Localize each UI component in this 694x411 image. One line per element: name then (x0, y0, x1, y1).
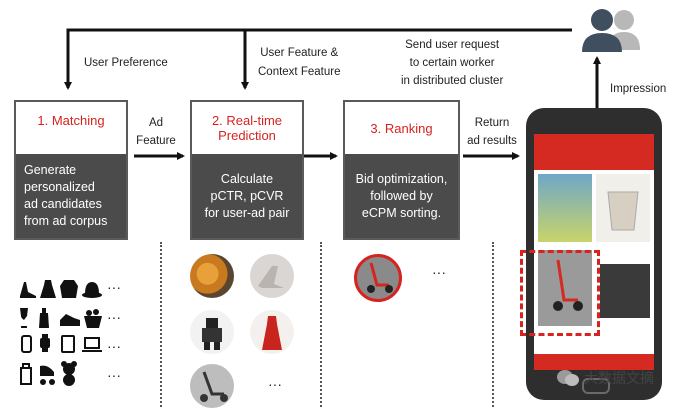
corpus-ellipsis-2: ··· (107, 309, 121, 325)
watch-icon (40, 334, 50, 352)
lotion-icon (20, 363, 32, 385)
ad-feature-line-1: Ad (148, 117, 164, 129)
return-results-label: Return ad results (464, 116, 520, 149)
product-image-fruit (190, 254, 234, 298)
return-line-2: ad results (467, 135, 517, 147)
coat-icon (60, 280, 78, 298)
user-request-line (64, 28, 572, 90)
phone-home-button (582, 378, 610, 394)
matching-body-line-2: personalized (24, 180, 95, 194)
wine-icon (20, 308, 28, 328)
watermark-text: 大数据文摘 (584, 371, 654, 387)
product-tile-bucket (596, 174, 650, 242)
matching-body-line-3: ad candidates (24, 197, 102, 211)
ad-feature-line-2: Feature (136, 135, 176, 147)
corpus-ellipsis-4: ··· (107, 367, 121, 383)
ranking-box: 3. Ranking Bid optimization, followed by… (343, 100, 460, 240)
product-image-scooter-small (190, 364, 234, 408)
ranking-body-line-2: followed by (370, 188, 433, 203)
prediction-title-line-2: Prediction (218, 128, 276, 143)
prediction-title-line-1: 2. Real-time (211, 113, 283, 128)
corpus-ellipsis-3: ··· (107, 338, 121, 354)
tablet-icon (61, 335, 75, 353)
ad-corpus-icons (18, 276, 130, 396)
send-line-1: Send user request (405, 39, 500, 51)
ranking-body: Bid optimization, followed by eCPM sorti… (345, 154, 458, 238)
user-feature-line-2: Context Feature (258, 66, 341, 78)
product-tile-frames (600, 264, 650, 318)
user-preference-label: User Preference (84, 57, 168, 69)
product-tile-scooter-highlight (538, 250, 592, 326)
separator-2 (320, 242, 322, 407)
bottle-icon (39, 308, 49, 328)
phone-icon (21, 335, 32, 353)
user-feature-line-1: User Feature & (260, 47, 339, 59)
separator-3 (492, 242, 494, 407)
product-image-robot (190, 310, 234, 354)
prediction-body-line-1: Calculate (220, 171, 274, 186)
high-heel-icon (20, 282, 36, 298)
dress-icon (40, 280, 56, 298)
highlighted-ad-frame (520, 250, 600, 336)
ranking-title: 3. Ranking (370, 120, 433, 136)
prediction-body-line-2: pCTR, pCVR (210, 188, 284, 203)
app-header-bar (534, 134, 654, 170)
wechat-icon (557, 370, 579, 386)
prediction-body: Calculate pCTR, pCVR for user-ad pair (192, 154, 302, 238)
ranked-product-scooter (354, 254, 402, 302)
hat-icon (82, 282, 102, 298)
basket-icon (84, 309, 102, 328)
separator-1 (160, 242, 162, 407)
prediction-box: 2. Real-time Prediction Calculate pCTR, … (190, 100, 304, 240)
matching-body: Generate personalized ad candidates from… (16, 154, 126, 238)
matching-body-line-1: Generate (24, 163, 77, 177)
user-feature-label: User Feature & Context Feature (258, 46, 340, 80)
product-image-red-dress (250, 310, 294, 354)
ranking-body-line-1: Bid optimization, (355, 171, 448, 186)
prediction-ellipsis: ··· (268, 376, 282, 392)
matching-body-line-4: from ad corpus (24, 214, 108, 228)
product-tile-scooters (538, 174, 592, 242)
ranking-ellipsis: ··· (432, 264, 446, 280)
corpus-ellipsis-1: ··· (107, 279, 121, 295)
send-line-3: in distributed cluster (401, 75, 504, 87)
teddy-bear-icon (61, 361, 77, 386)
sneaker-icon (60, 314, 80, 326)
user-group-icon (574, 6, 644, 52)
laptop-icon (82, 337, 102, 352)
prediction-title: 2. Real-time Prediction (192, 102, 302, 154)
send-request-label: Send user request to certain worker in d… (401, 38, 503, 89)
return-line-1: Return (474, 117, 510, 129)
watermark: 大数据文摘 (556, 368, 654, 388)
matching-title: 1. Matching (37, 112, 105, 128)
send-line-2: to certain worker (409, 57, 495, 69)
ranking-body-line-3: eCPM sorting. (361, 205, 442, 220)
stroller-icon (40, 365, 55, 385)
ad-feature-label: Ad Feature (134, 116, 178, 149)
product-image-heels (250, 254, 294, 298)
prediction-body-line-3: for user-ad pair (204, 205, 290, 220)
impression-label: Impression (610, 83, 667, 95)
matching-box: 1. Matching Generate personalized ad can… (14, 100, 128, 240)
app-bottom-bar (534, 354, 654, 370)
